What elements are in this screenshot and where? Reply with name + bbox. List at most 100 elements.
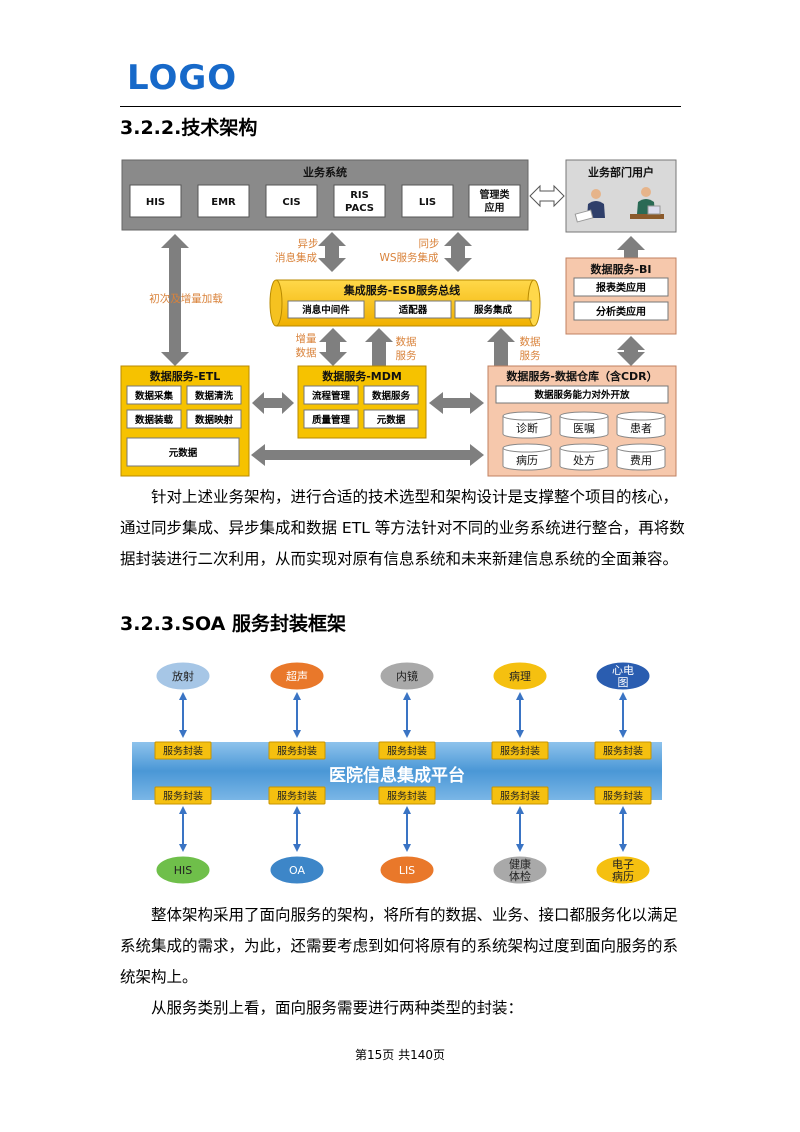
database-cylinder-icon: 诊断 xyxy=(502,411,552,439)
svg-text:报表类应用: 报表类应用 xyxy=(596,281,646,294)
his-box: HIS xyxy=(146,197,165,208)
ris-box: RIS xyxy=(350,190,369,201)
system-node: 心电图 xyxy=(595,661,651,691)
svg-text:电子: 电子 xyxy=(612,858,634,871)
svg-text:元数据: 元数据 xyxy=(169,447,198,459)
database-cylinder-icon: 处方 xyxy=(559,443,609,471)
svg-text:服务封装: 服务封装 xyxy=(163,745,203,758)
cdr-item-label: 医嘱 xyxy=(573,422,595,435)
svg-text:分析类应用: 分析类应用 xyxy=(596,305,646,318)
business-system-panel: 业务系统 HIS EMR CIS RIS PACS LIS 管理类 应用 xyxy=(121,159,529,231)
arrow-initial-load xyxy=(161,234,189,366)
soa-framework-diagram: 医院信息集成平台 放射服务封装超声服务封装内镜服务封装病理服务封装心电图服务封装… xyxy=(132,661,662,885)
cdr-item-label: 病历 xyxy=(516,453,538,467)
svg-text:初次及增量加载: 初次及增量加载 xyxy=(149,292,223,305)
svg-text:数据清洗: 数据清洗 xyxy=(194,390,234,402)
arrow-mdm-service xyxy=(365,328,393,366)
section-heading-tech-architecture: 3.2.2.技术架构 xyxy=(120,117,258,139)
esb-bus-panel: 集成服务-ESB服务总线 消息中间件 适配器 服务集成 xyxy=(269,279,541,327)
tech-architecture-diagram: 业务系统 HIS EMR CIS RIS PACS LIS 管理类 应用 业务部… xyxy=(120,159,677,477)
arrow-mdm-cdr xyxy=(429,392,484,414)
svg-text:体检: 体检 xyxy=(509,869,531,883)
svg-text:数据服务: 数据服务 xyxy=(371,390,411,402)
system-node: LIS xyxy=(379,855,435,885)
arrow-async xyxy=(318,232,346,272)
svg-text:数据采集: 数据采集 xyxy=(134,390,174,402)
section-heading-soa: 3.2.3.SOA 服务封装框架 xyxy=(120,613,346,635)
cdr-item-label: 处方 xyxy=(573,453,595,467)
svg-text:数据映射: 数据映射 xyxy=(194,414,234,426)
arrow-bi-cdr xyxy=(617,336,645,366)
page-footer: 第15页 共140页 xyxy=(355,1048,445,1062)
service-wrap-box: 服务封装 xyxy=(594,786,652,805)
svg-text:元数据: 元数据 xyxy=(377,414,406,426)
cdr-item-label: 诊断 xyxy=(516,421,538,435)
system-node: 超声 xyxy=(269,661,325,691)
platform-title: 医院信息集成平台 xyxy=(329,765,465,786)
svg-text:同步: 同步 xyxy=(419,238,440,250)
svg-text:增量: 增量 xyxy=(296,332,317,345)
svg-text:服务封装: 服务封装 xyxy=(277,790,317,803)
svg-text:心电: 心电 xyxy=(612,664,634,677)
paragraph-2: 整体架构采用了面向服务的架构，将所有的数据、业务、接口都服务化以满足系统集成的需… xyxy=(120,906,679,1017)
svg-text:数据: 数据 xyxy=(296,346,317,359)
double-arrow-icon xyxy=(529,184,565,208)
bi-service-panel: 数据服务-BI 报表类应用 分析类应用 xyxy=(565,257,677,335)
svg-text:流程管理: 流程管理 xyxy=(312,390,351,402)
svg-text:超声: 超声 xyxy=(286,669,308,683)
service-wrap-box: 服务封装 xyxy=(378,741,436,760)
svg-text:服务: 服务 xyxy=(520,349,541,362)
svg-text:服务: 服务 xyxy=(396,349,417,362)
svg-text:消息中间件: 消息中间件 xyxy=(302,304,350,316)
user-figure-icon xyxy=(574,189,605,223)
svg-text:服务封装: 服务封装 xyxy=(500,745,540,758)
logo: LOGO xyxy=(127,58,238,98)
svg-text:放射: 放射 xyxy=(172,669,194,683)
emr-box: EMR xyxy=(211,197,236,208)
svg-text:WS服务集成: WS服务集成 xyxy=(379,251,439,264)
arrow-incremental xyxy=(319,328,347,366)
cis-box: CIS xyxy=(282,197,300,208)
service-wrap-box: 服务封装 xyxy=(154,786,212,805)
svg-text:OA: OA xyxy=(289,864,305,877)
mgmt-app-box: 管理类 xyxy=(480,188,510,201)
svg-text:病理: 病理 xyxy=(509,669,531,683)
svg-text:服务封装: 服务封装 xyxy=(387,745,427,758)
database-cylinder-icon: 费用 xyxy=(616,443,666,471)
arrow-etl-mdm xyxy=(252,392,294,414)
svg-text:服务封装: 服务封装 xyxy=(163,790,203,803)
svg-text:异步: 异步 xyxy=(298,238,319,250)
user-at-desk-icon xyxy=(630,187,664,219)
svg-text:质量管理: 质量管理 xyxy=(312,414,351,426)
svg-text:业务系统: 业务系统 xyxy=(303,165,347,179)
svg-text:服务集成: 服务集成 xyxy=(474,304,513,316)
svg-text:病历: 病历 xyxy=(612,869,634,883)
etl-service-panel: 数据服务-ETL 数据采集 数据清洗 数据装载 数据映射 元数据 xyxy=(120,365,250,477)
service-wrap-box: 服务封装 xyxy=(378,786,436,805)
arrow-cdr-service xyxy=(487,328,515,366)
system-node: 病理 xyxy=(492,661,548,691)
paragraph-1: 针对上述业务架构，进行合适的技术选型和架构设计是支撑整个项目的核心，通过同步集成… xyxy=(120,488,685,568)
svg-text:数据服务能力对外开放: 数据服务能力对外开放 xyxy=(533,389,630,401)
system-node: HIS xyxy=(155,855,211,885)
svg-text:HIS: HIS xyxy=(174,864,193,877)
service-wrap-box: 服务封装 xyxy=(154,741,212,760)
svg-text:数据装载: 数据装载 xyxy=(134,414,174,426)
service-wrap-box: 服务封装 xyxy=(268,741,326,760)
svg-text:图: 图 xyxy=(618,676,629,689)
lis-box: LIS xyxy=(419,197,436,208)
cdr-item-label: 费用 xyxy=(630,454,652,467)
svg-text:集成服务-ESB服务总线: 集成服务-ESB服务总线 xyxy=(343,283,460,297)
system-node: OA xyxy=(269,855,325,885)
database-cylinder-icon: 患者 xyxy=(616,411,666,439)
svg-text:数据服务-数据仓库（含CDR）: 数据服务-数据仓库（含CDR） xyxy=(506,369,657,383)
svg-text:服务封装: 服务封装 xyxy=(603,745,643,758)
cdr-item-label: 患者 xyxy=(630,422,652,435)
system-node: 放射 xyxy=(155,661,211,691)
mdm-service-panel: 数据服务-MDM 流程管理 数据服务 质量管理 元数据 xyxy=(297,365,427,439)
svg-text:应用: 应用 xyxy=(485,201,505,214)
svg-text:LIS: LIS xyxy=(399,864,415,877)
department-users-panel: 业务部门用户 xyxy=(565,159,677,233)
